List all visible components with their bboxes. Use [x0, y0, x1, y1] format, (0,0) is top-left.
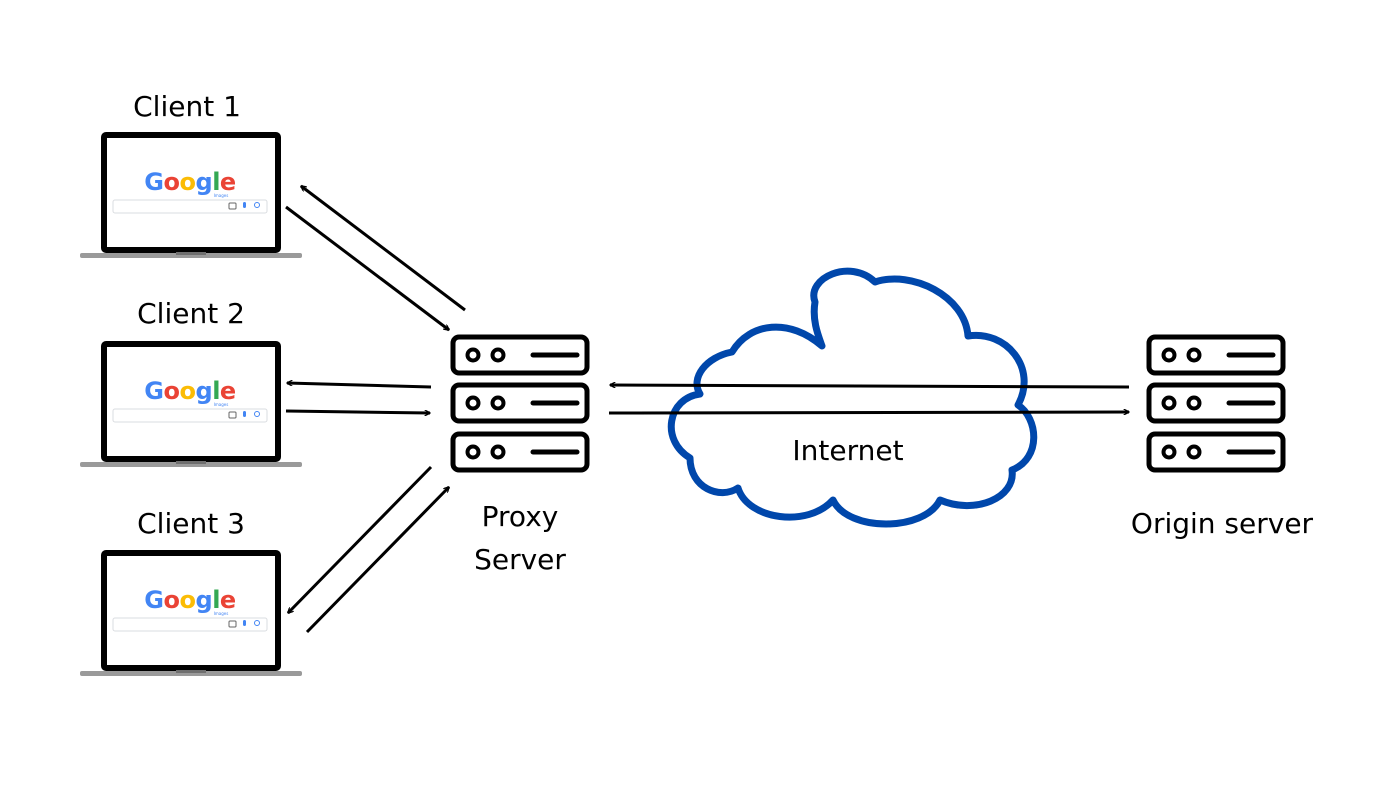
google-logo-letter: o	[180, 586, 196, 614]
proxy-server: Proxy Server	[453, 337, 587, 576]
arrow-proxy-to-client-3	[288, 465, 433, 613]
internet: Internet	[667, 267, 1038, 528]
google-logo-letter: o	[180, 168, 196, 196]
arrow-proxy-to-origin	[608, 412, 1129, 413]
google-logo-letter: g	[196, 377, 213, 405]
proxy-server-label-line1: Proxy	[482, 500, 559, 533]
origin-server-label: Origin server	[1131, 507, 1314, 540]
google-logo-letter: l	[212, 586, 220, 614]
client-1-screen-caption: Images	[214, 193, 229, 198]
google-logo-letter: G	[144, 586, 163, 614]
google-logo-letter: l	[212, 168, 220, 196]
origin-server: Origin server	[1131, 337, 1314, 540]
client-proxy-arrows	[285, 184, 466, 634]
google-logo-letter: G	[144, 168, 163, 196]
google-logo-letter: l	[212, 377, 220, 405]
client-3-laptop-icon: Google Images	[80, 553, 302, 676]
arrow-client-1-to-proxy	[285, 205, 449, 332]
client-2-label: Client 2	[137, 297, 245, 330]
proxy-server-label-line2: Server	[474, 543, 566, 576]
google-logo-letter: g	[196, 586, 213, 614]
google-logo-letter: e	[220, 377, 236, 405]
google-logo-letter: G	[144, 377, 163, 405]
client-2: Client 2 Google Images	[80, 297, 302, 467]
arrow-proxy-to-client-2	[287, 383, 432, 389]
client-1-label: Client 1	[133, 90, 241, 123]
google-logo-letter: o	[164, 586, 180, 614]
arrow-origin-to-proxy	[610, 385, 1130, 389]
proxy-server-icon	[453, 337, 587, 470]
client-1-google-logo: Google	[144, 168, 236, 196]
arrow-client-2-to-proxy	[285, 409, 430, 413]
internet-label: Internet	[792, 434, 903, 467]
client-2-screen-caption: Images	[214, 402, 229, 407]
arrow-proxy-to-client-1	[301, 184, 466, 312]
google-logo-letter: e	[220, 168, 236, 196]
proxy-origin-arrows	[608, 385, 1130, 413]
cloud-icon	[667, 267, 1038, 528]
client-1-laptop-icon: Google Images	[80, 135, 302, 258]
client-3-screen-caption: Images	[214, 611, 229, 616]
client-2-google-logo: Google	[144, 377, 236, 405]
origin-server-icon	[1149, 337, 1283, 470]
google-logo-letter: e	[220, 586, 236, 614]
client-3-google-logo: Google	[144, 586, 236, 614]
google-logo-letter: o	[164, 377, 180, 405]
client-2-laptop-icon: Google Images	[80, 344, 302, 467]
client-1: Client 1 Google Images	[80, 90, 302, 258]
google-logo-letter: o	[164, 168, 180, 196]
arrow-client-3-to-proxy	[305, 487, 449, 634]
google-logo-letter: g	[196, 168, 213, 196]
client-3-label: Client 3	[137, 507, 245, 540]
client-3: Client 3 Google Images	[80, 507, 302, 676]
google-logo-letter: o	[180, 377, 196, 405]
